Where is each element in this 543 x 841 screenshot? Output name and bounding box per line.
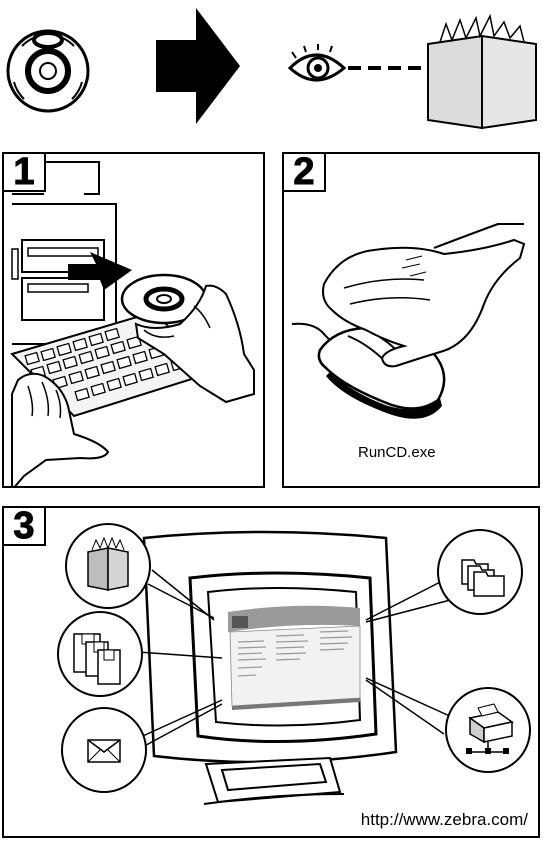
step-2-panel: 2 RunCD.exe <box>282 152 540 488</box>
open-book-icon <box>428 16 536 128</box>
right-arrow-icon <box>156 8 240 124</box>
folders-icon <box>366 530 522 622</box>
eye-icon <box>290 44 428 80</box>
monitor-website-illustration <box>4 508 540 838</box>
website-url-link[interactable]: http://www.zebra.com/ <box>359 810 530 830</box>
step-2-caption: RunCD.exe <box>358 444 436 461</box>
cd-disc-icon <box>8 31 88 111</box>
step-2-number: 2 <box>284 154 326 192</box>
website-screen <box>228 606 360 710</box>
step-3-number: 3 <box>4 508 46 546</box>
step-1-number: 1 <box>4 154 46 192</box>
step-3-panel: 3 <box>2 506 540 838</box>
step-1-panel: 1 <box>2 152 265 488</box>
insert-cd-illustration <box>4 154 265 488</box>
mouse-click-illustration <box>284 154 540 488</box>
top-row-illustration <box>0 0 543 140</box>
